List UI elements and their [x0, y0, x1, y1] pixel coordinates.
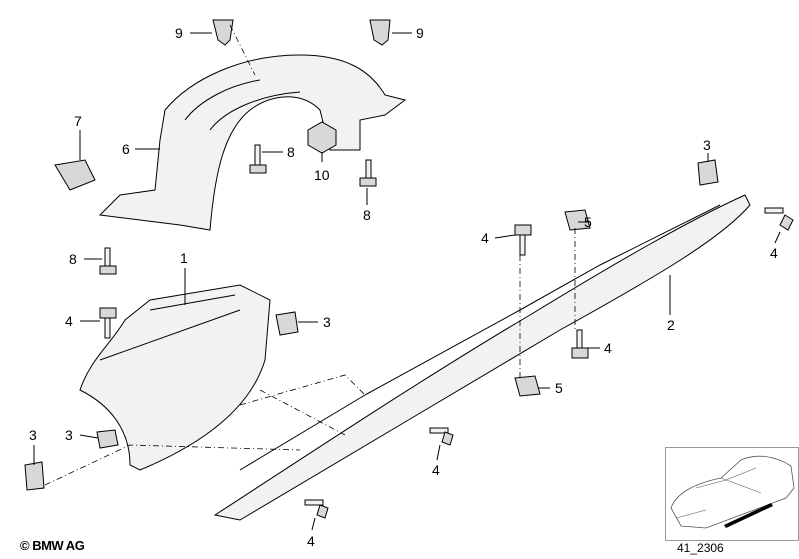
- screw-4-e[interactable]: [429, 427, 454, 446]
- screw-4-f[interactable]: [304, 499, 329, 519]
- expanding-rivet-right[interactable]: [369, 19, 391, 46]
- screw-8-top[interactable]: [249, 144, 267, 174]
- callout-4-b: 4: [481, 230, 489, 246]
- callout-8-left: 8: [69, 251, 77, 267]
- clip-nut-7[interactable]: [54, 159, 96, 191]
- callout-2: 2: [667, 317, 675, 333]
- screw-8-right[interactable]: [359, 159, 377, 187]
- callout-9-right: 9: [416, 25, 424, 41]
- callout-4-f: 4: [307, 533, 315, 549]
- car-outline-icon: [670, 455, 795, 529]
- callout-3-right: 3: [703, 137, 711, 153]
- callout-6: 6: [122, 141, 130, 157]
- screw-4-c[interactable]: [764, 207, 794, 231]
- screw-4-b[interactable]: [514, 224, 532, 256]
- clip-3-left-b[interactable]: [96, 429, 119, 449]
- clip-5-bottom[interactable]: [514, 375, 541, 397]
- wheel-arch-trim-front[interactable]: [79, 284, 271, 471]
- clip-3-right-top[interactable]: [697, 159, 719, 186]
- callout-7: 7: [74, 113, 82, 129]
- callout-4-e: 4: [432, 462, 440, 478]
- clip-5-top[interactable]: [564, 209, 591, 231]
- expanding-rivet-left[interactable]: [212, 19, 234, 46]
- diagram-number: 41_2306: [677, 541, 724, 555]
- callout-3-left-b: 3: [65, 427, 73, 443]
- callout-4-c: 4: [770, 245, 778, 261]
- screw-4-d[interactable]: [571, 329, 589, 359]
- hex-nut[interactable]: [307, 121, 337, 154]
- callout-5-top: 5: [584, 214, 592, 230]
- screw-4-a[interactable]: [99, 307, 117, 339]
- callout-8-right: 8: [363, 207, 371, 223]
- side-skirt[interactable]: [213, 194, 751, 521]
- callout-5-bottom: 5: [555, 380, 563, 396]
- clip-3-middle[interactable]: [275, 311, 299, 336]
- callout-4-d: 4: [604, 340, 612, 356]
- clip-3-left-a[interactable]: [24, 461, 45, 491]
- callout-8-top: 8: [287, 144, 295, 160]
- vehicle-location-thumbnail: [665, 447, 799, 541]
- screw-8-left[interactable]: [99, 247, 117, 275]
- callout-1: 1: [180, 250, 188, 266]
- callout-9-left: 9: [175, 25, 183, 41]
- callout-10: 10: [314, 167, 330, 183]
- copyright-notice: © BMW AG: [20, 538, 85, 553]
- callout-4-a: 4: [65, 313, 73, 329]
- callout-3-left-a: 3: [29, 427, 37, 443]
- callout-3-middle: 3: [323, 314, 331, 330]
